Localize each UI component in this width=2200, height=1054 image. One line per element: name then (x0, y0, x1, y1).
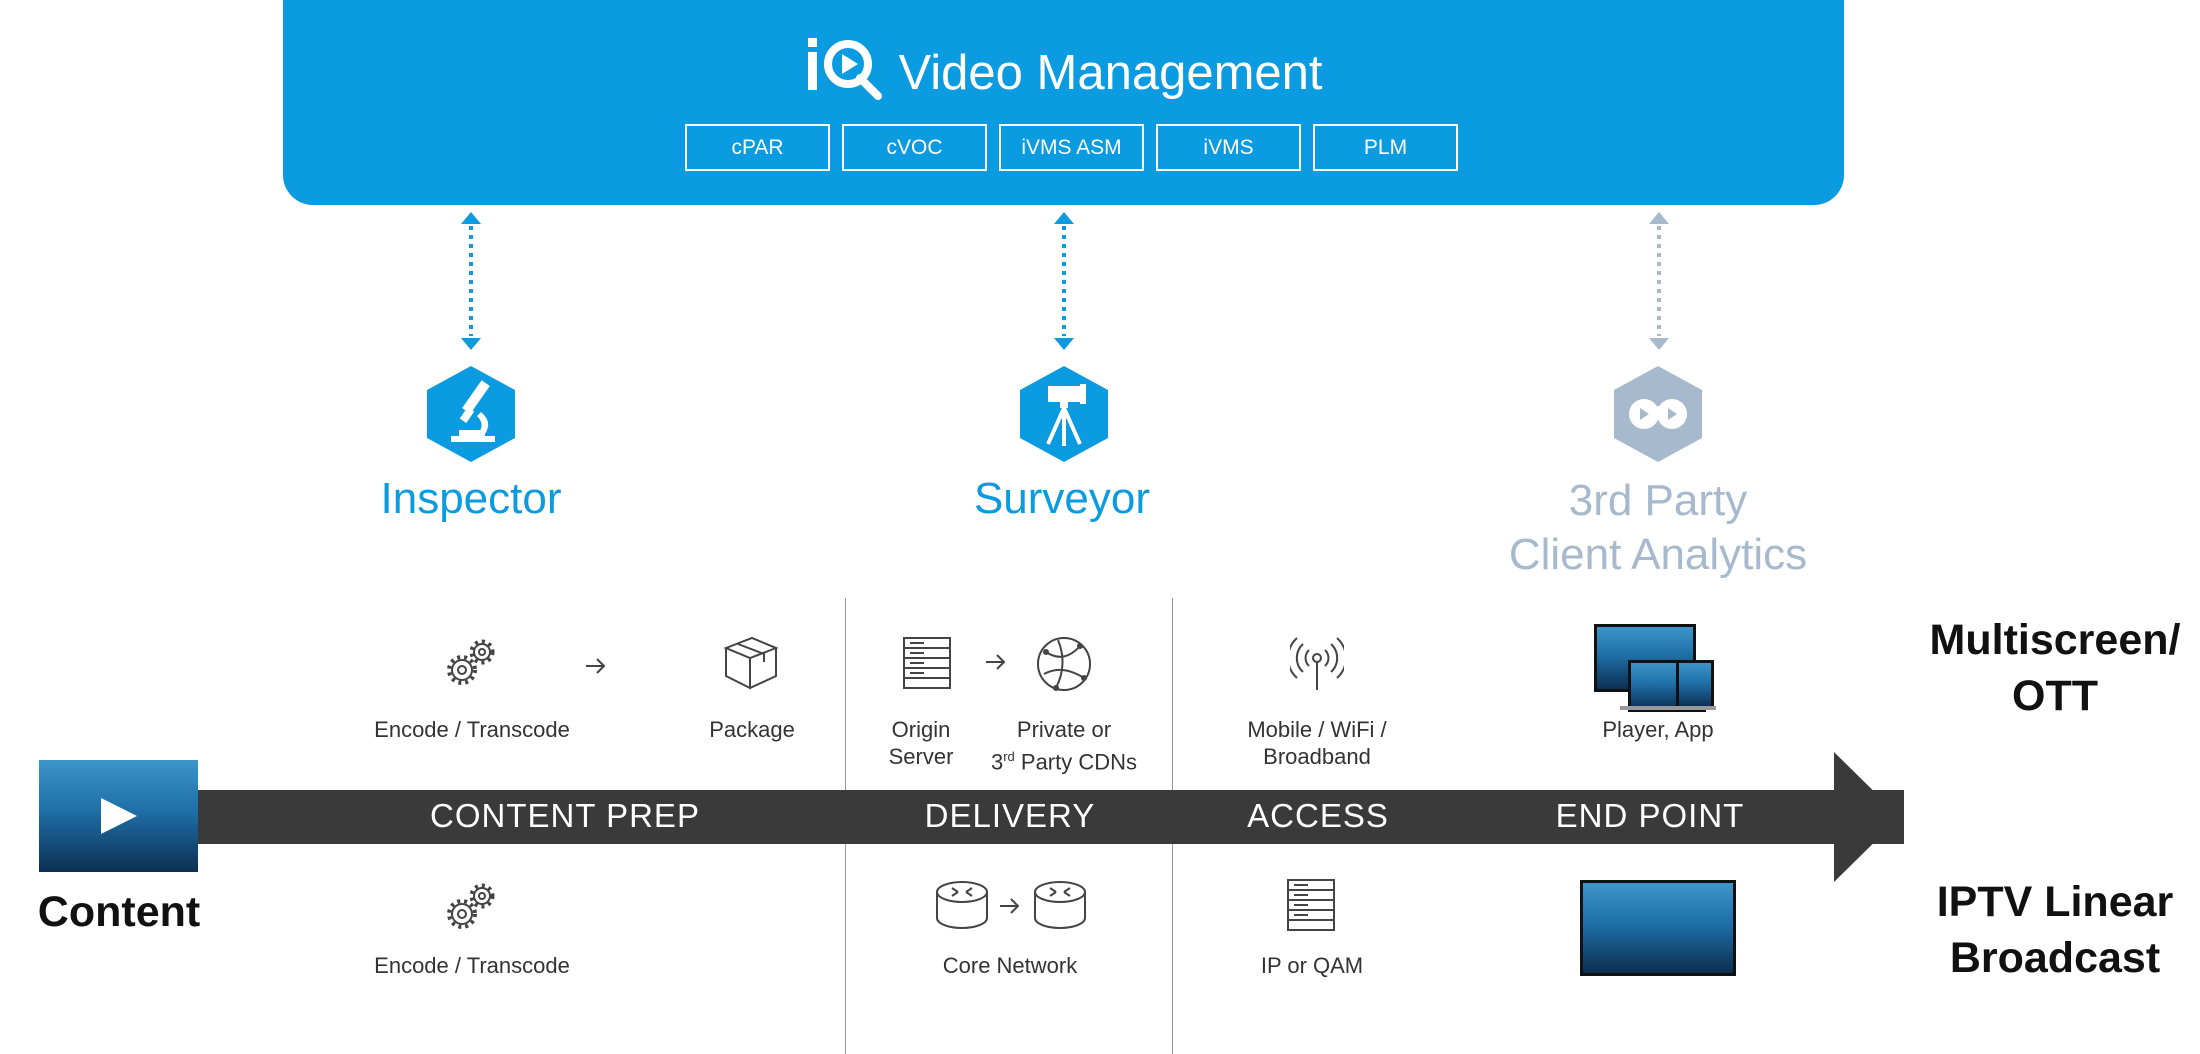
origin-line2: Server (888, 744, 954, 769)
content-label: Content (37, 888, 201, 936)
arrow-right-icon (986, 654, 1006, 670)
wireless-antenna-icon (1290, 637, 1344, 690)
ott-label-line2: OTT (2012, 672, 2098, 720)
cdn-line2: 3rd Party CDNs (984, 743, 1144, 775)
origin-server-label: Origin Server (868, 716, 974, 770)
ott-label-line1: Multiscreen/ (1929, 616, 2181, 664)
access-line2: Broadband (1263, 744, 1371, 769)
access-line1: Mobile / WiFi / (1247, 717, 1387, 742)
package-label: Package (709, 717, 795, 742)
router-icon (936, 881, 988, 929)
third-party-title-line1: 3rd Party (1568, 476, 1748, 525)
content-video-thumbnail (39, 760, 198, 872)
arrow-right-icon (586, 658, 606, 674)
core-network-label: Core Network (942, 953, 1078, 978)
arrow-right-icon (1000, 898, 1020, 914)
module-ivms-button[interactable]: iVMS (1156, 124, 1301, 171)
cdn-line2-post: Party CDNs (1014, 749, 1138, 775)
play-icon (101, 798, 137, 834)
iptv-linear-broadcast-label: IPTV Linear Broadcast (1910, 874, 2200, 986)
microscope-icon (427, 366, 515, 462)
third-party-analytics-title: 3rd Party Client Analytics (1488, 474, 1828, 582)
multiscreen-devices-icon (1592, 624, 1722, 712)
inspector-title: Inspector (380, 474, 562, 523)
third-party-title-line2: Client Analytics (1508, 530, 1808, 579)
module-cvoc-button[interactable]: cVOC (842, 124, 987, 171)
banner-title: Video Management (283, 34, 1844, 112)
module-ivms-asm-button[interactable]: iVMS ASM (999, 124, 1144, 171)
player-app-label: Player, App (1602, 717, 1714, 742)
cdn-line2-pre: 3 (990, 749, 1004, 775)
router-icon (1034, 881, 1086, 929)
third-party-connector-arrow (1649, 212, 1669, 350)
binoculars-icon (1614, 366, 1702, 462)
origin-server-icon (903, 637, 951, 689)
section-content-prep: CONTENT PREP (430, 797, 700, 834)
encode-gears-icon (447, 883, 495, 929)
iptv-label-line2: Broadcast (1949, 934, 2161, 982)
ip-or-qam-label: IP or QAM (1260, 953, 1364, 978)
cdn-globe-icon (1037, 637, 1091, 691)
access-mobile-label: Mobile / WiFi / Broadband (1222, 716, 1412, 770)
section-end-point: END POINT (1555, 797, 1745, 834)
module-plm-button[interactable]: PLM (1313, 124, 1458, 171)
banner-title-text: Video Management (898, 46, 1323, 100)
iq-logo-icon (804, 34, 884, 112)
cdn-line2-sup: rd (1003, 749, 1015, 764)
video-management-banner: Video Management cPAR cVOC iVMS ASM iVMS… (283, 0, 1844, 205)
tv-screen-icon (1580, 880, 1736, 976)
ott-encode-label: Encode / Transcode (374, 717, 570, 742)
pipeline-bar (198, 790, 1904, 844)
telescope-icon (1020, 366, 1108, 462)
encode-gears-icon (447, 639, 495, 685)
section-access: ACCESS (1247, 797, 1389, 834)
multiscreen-ott-label: Multiscreen/ OTT (1910, 612, 2200, 724)
surveyor-title: Surveyor (973, 474, 1151, 523)
pipeline-arrowhead (1834, 752, 1900, 882)
module-cpar-button[interactable]: cPAR (685, 124, 830, 171)
package-box-icon (723, 636, 779, 690)
surveyor-connector-arrow (1054, 212, 1074, 350)
cdn-line1: Private or (1016, 717, 1112, 742)
iptv-encode-label: Encode / Transcode (374, 953, 570, 978)
iptv-label-line1: IPTV Linear (1936, 878, 2174, 926)
ip-qam-server-icon (1287, 879, 1335, 931)
origin-line1: Origin (891, 717, 951, 742)
section-delivery: DELIVERY (924, 797, 1096, 834)
inspector-connector-arrow (461, 212, 481, 350)
cdn-label: Private or 3rd Party CDNs (984, 716, 1144, 775)
